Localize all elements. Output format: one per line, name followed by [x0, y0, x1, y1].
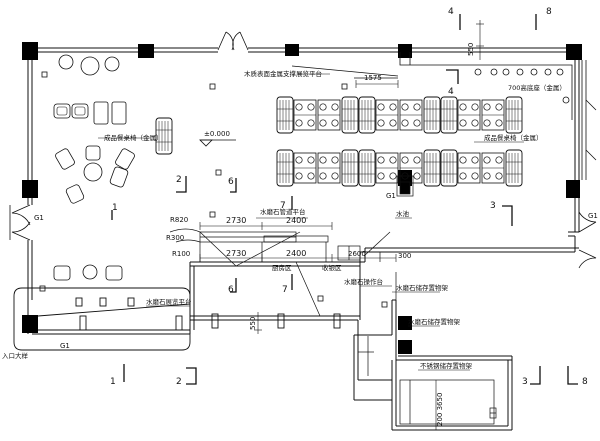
dim-200-3650: 200 3650 [436, 393, 444, 426]
dim-550-bottom: 550 [249, 317, 257, 330]
section-mark-2-top: 2 [176, 175, 182, 185]
r100-label: R100 [172, 250, 190, 258]
section-mark-3-top: 3 [490, 201, 496, 211]
kitchen-counter [169, 175, 414, 317]
kitchen-area-label: 厨房区 [272, 263, 292, 272]
text-labels: 木质表面金属支撑展览平台 550 1575 700高底座（金属） 成品餐桌椅（金… [2, 7, 598, 426]
section-mark-1-top: 1 [112, 203, 118, 213]
g1-center-label: G1 [386, 192, 396, 200]
dining-row-1 [276, 96, 523, 134]
g1-right-label: G1 [588, 212, 598, 220]
marble-storage-1-label: 水磨石储存置物架 [396, 283, 449, 292]
stage-top-label: 木质表面金属支撑展览平台 [244, 69, 322, 78]
section-mark-6-bottom: 6 [228, 285, 234, 295]
walls [27, 47, 580, 431]
section-mark-8-top: 8 [546, 7, 552, 17]
entrance-label: 入口大样 [2, 351, 29, 360]
level-label: ±0.000 [204, 130, 230, 138]
section-mark-4-mid: 4 [448, 87, 454, 97]
g1-left-label: G1 [34, 214, 44, 222]
doors [9, 31, 597, 269]
window-right [581, 60, 597, 180]
water-pool-label: 水池 [396, 209, 410, 218]
marble-counter-top-label: 水磨石管道平台 [260, 207, 306, 216]
marble-platform-label: 水磨石操作台 [344, 277, 383, 286]
level-marker [199, 139, 236, 147]
dim-300: 300 [398, 252, 411, 260]
dim-2400-bottom: 2400 [286, 249, 306, 258]
dim-2400-top: 2400 [286, 216, 306, 225]
seating-right-label: 成品餐桌椅（金属） [484, 133, 543, 142]
dimension-lines [199, 20, 484, 430]
dim-2730-bottom: 2730 [226, 249, 246, 258]
base-700-label: 700高底座（金属） [508, 83, 566, 92]
section-mark-1-bottom: 1 [110, 377, 116, 387]
section-marker-lines [111, 14, 578, 385]
r300-label: R300 [166, 234, 184, 242]
marble-stage-bottom-label: 水磨石展览平台 [146, 297, 192, 306]
marble-storage-2-label: 水磨石储存置物架 [408, 317, 461, 326]
section-mark-2-bottom: 2 [176, 377, 182, 387]
section-mark-7-bottom: 7 [282, 285, 288, 295]
section-mark-6-top: 6 [228, 177, 234, 187]
columns [22, 42, 582, 354]
cashier-area-label: 收银区 [322, 263, 342, 272]
dim-2600: 2600 [348, 250, 366, 258]
section-mark-3-bottom: 3 [522, 377, 528, 387]
top-display-platform [291, 52, 573, 120]
dim-550-top: 550 [467, 43, 475, 56]
dim-1575: 1575 [364, 74, 382, 82]
section-mark-8-bottom: 8 [582, 377, 588, 387]
section-mark-4-top: 4 [448, 7, 454, 17]
dim-2730-top: 2730 [226, 216, 246, 225]
leader-lines [98, 73, 524, 371]
g1-bottom-label: G1 [60, 342, 70, 350]
section-mark-7-top: 7 [280, 201, 286, 211]
annex-storage [358, 336, 497, 425]
r820-label: R820 [170, 216, 188, 224]
lounge-furniture [39, 54, 388, 308]
steel-storage-label: 不锈钢储存置物架 [420, 361, 473, 370]
seating-left-label: 成品餐桌椅（金属） [104, 133, 163, 142]
